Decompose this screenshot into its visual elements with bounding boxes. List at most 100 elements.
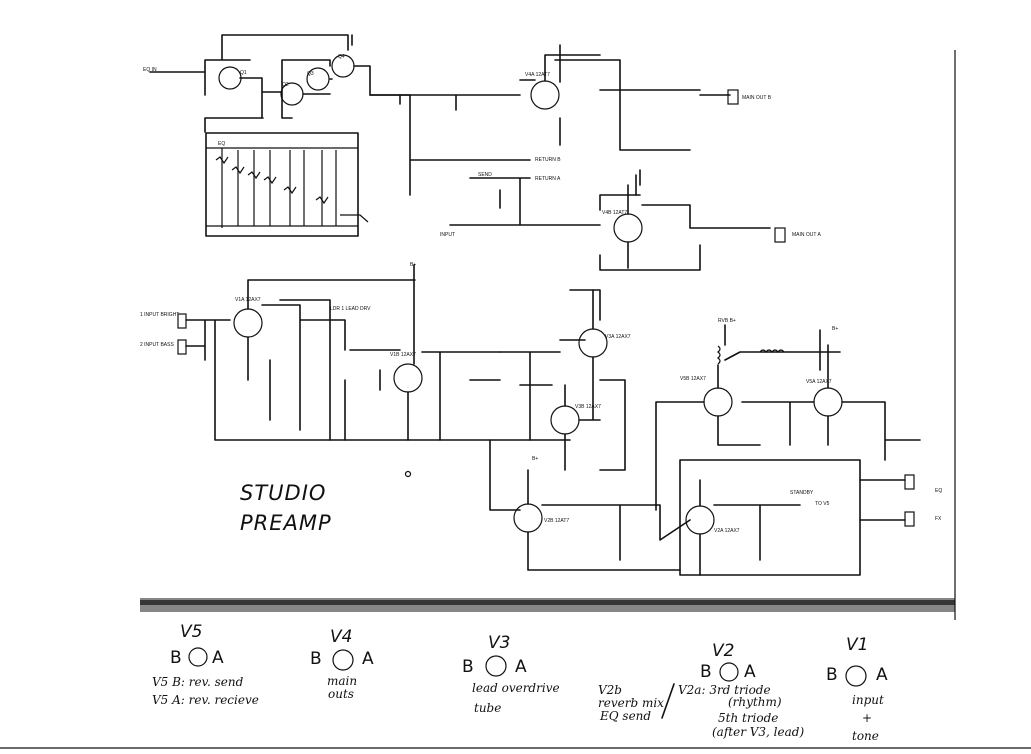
title-line-1: STUDIO xyxy=(240,481,326,505)
pinout-v1-circle xyxy=(845,665,867,687)
pinout-v2-note2: (rhythm) xyxy=(728,695,782,709)
tube-v1a xyxy=(233,308,263,338)
pinout-v5-note1: V5 B: rev. send xyxy=(152,675,244,689)
eq-bank-resistors xyxy=(206,147,369,228)
v2-mix-section: V2A 12AX7 V2B 12AT7 STANDBY TO V5 EQ FX … xyxy=(513,456,942,576)
fx-jack-2 xyxy=(904,511,915,527)
tube-v3a xyxy=(578,328,608,358)
pinout-v2-note1: V2a: 3rd triode xyxy=(678,683,771,697)
v5a-label: V5A 12AX7 xyxy=(806,379,832,385)
pinout-v4-note1: main xyxy=(327,674,357,688)
return-a-label: RETURN A xyxy=(535,176,561,182)
transistor-q1 xyxy=(218,66,242,90)
jack-fx-label: FX xyxy=(935,516,942,522)
pinout-v3-note2: tube xyxy=(474,701,501,715)
tube-v5a xyxy=(813,387,843,417)
pinout-v3-note1: lead overdrive xyxy=(472,681,560,695)
scan-edge-line xyxy=(140,600,955,605)
pinout-v2-left-note3: EQ send xyxy=(599,709,651,723)
pinout-v5-note2: V5 A: rev. recieve xyxy=(152,693,259,707)
v5-reverb-section: RVB B+ V5B 12AX7 V5A 12AX7 B+ xyxy=(655,318,921,511)
lead-drive-label: LDR 1 LEAD DRV xyxy=(330,306,371,312)
pinout-v3-a: A xyxy=(515,657,527,677)
pinout-v3-circle xyxy=(485,655,507,677)
pinout-v2-circle xyxy=(719,662,739,682)
pinout-v1-note2: + xyxy=(862,711,872,725)
pinout-v1-a: A xyxy=(876,665,888,685)
q4-label: Q4 xyxy=(338,54,345,60)
transistor-q3 xyxy=(306,67,330,91)
v5b-label: V5B 12AX7 xyxy=(680,376,706,382)
reverb-transformer xyxy=(717,345,785,365)
pinout-v3-b: B xyxy=(462,657,474,677)
eq-in-label: EQ IN xyxy=(143,67,157,73)
pinout-v5-circle xyxy=(188,647,208,667)
input1-jack xyxy=(177,313,187,329)
pinout-v2-left-note1: V2b xyxy=(598,683,622,697)
pinout-v2-divider xyxy=(661,683,675,719)
pinout-v4-note2: outs xyxy=(328,687,354,701)
tube-v1b xyxy=(393,363,423,393)
pinout-v2-left-note2: reverb mix xyxy=(598,696,664,710)
pinout-v5-a: A xyxy=(212,648,224,668)
fx-jack-1 xyxy=(904,474,915,490)
tube-v4b xyxy=(613,213,643,243)
pinout-v1-note3: tone xyxy=(852,729,879,743)
to-v5-label: TO V5 xyxy=(815,501,830,507)
pinout-v4-a: A xyxy=(362,649,374,669)
v2-frame xyxy=(679,459,861,576)
v3b-label: V3B 12AX7 xyxy=(575,404,601,410)
pinout-v2-tube: V2 xyxy=(712,641,734,661)
pinout-v2-a: A xyxy=(744,662,756,682)
input2-jack xyxy=(177,339,187,355)
main-out-b-label: MAIN OUT B xyxy=(742,95,772,101)
main-out-a-label: MAIN OUT A xyxy=(792,232,821,238)
send-label: SEND xyxy=(478,172,492,178)
bplus-label-3: B+ xyxy=(532,456,538,462)
pinout-v4-circle xyxy=(332,649,354,671)
q3-label: Q3 xyxy=(307,71,314,77)
pinout-v1-b: B xyxy=(826,665,838,685)
tube-v3b xyxy=(550,405,580,435)
input-left-label: INPUT xyxy=(440,232,455,238)
pinout-v4-b: B xyxy=(310,649,322,669)
rvb-bplus-label: RVB B+ xyxy=(718,318,736,324)
pinout-v1-tube: V1 xyxy=(846,635,868,655)
pinout-v5-tube: V5 xyxy=(180,622,202,642)
q1-label: Q1 xyxy=(240,70,247,76)
v2a-label: V2A 12AX7 xyxy=(714,528,740,534)
tube-v2-left xyxy=(513,503,543,533)
v4a-label: V4A 12AT7 xyxy=(525,72,550,78)
v3a-label: V3A 12AX7 xyxy=(605,334,631,340)
pinout-v2-note3: 5th triode xyxy=(718,711,778,725)
bplus-label-2: B+ xyxy=(832,326,838,332)
pinout-v4-tube: V4 xyxy=(330,627,352,647)
pinout-v1-note1: input xyxy=(852,693,884,707)
v1-input-section: 1 INPUT BRIGHT 2 INPUT BASS V1A 12AX7 V1… xyxy=(140,262,571,441)
v4-output-section: V4A 12AT7 MAIN OUT B RETURN B RETURN A S… xyxy=(369,44,821,271)
v3-lead-section: V3A 12AX7 V3B 12AX7 xyxy=(489,289,631,511)
pinout-v2-b: B xyxy=(700,662,712,682)
pinout-v5-b: B xyxy=(170,648,182,668)
title-line-2: PREAMP xyxy=(240,511,332,535)
tube-v4a xyxy=(530,80,560,110)
v4b-label: V4B 12AT7 xyxy=(602,210,627,216)
eq-transistor-section: EQ IN Q1 Q2 Q3 Q4 EQ xyxy=(143,34,411,237)
jack-eq-label: EQ xyxy=(935,488,942,494)
q2-label: Q2 xyxy=(282,82,289,88)
eq-bank-label: EQ xyxy=(218,141,225,147)
pinout-v3-tube: V3 xyxy=(488,633,510,653)
input1-label: 1 INPUT BRIGHT xyxy=(140,312,179,318)
v2b-label: V2B 12AT7 xyxy=(544,518,569,524)
main-out-a-jack xyxy=(774,227,786,243)
mounting-hole xyxy=(404,470,412,478)
input2-label: 2 INPUT BASS xyxy=(140,342,174,348)
pinout-v2-note4: (after V3, lead) xyxy=(712,725,804,739)
main-out-b-jack xyxy=(727,89,739,105)
tube-v5b xyxy=(703,387,733,417)
return-b-label: RETURN B xyxy=(535,157,561,163)
bplus-label-1: B+ xyxy=(410,262,416,268)
eq-bank-frame xyxy=(205,132,359,237)
